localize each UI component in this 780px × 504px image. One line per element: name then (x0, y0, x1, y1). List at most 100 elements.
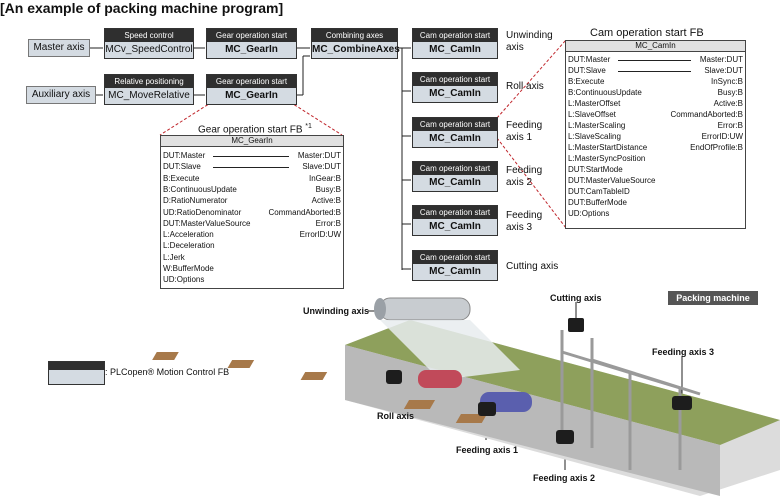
fb-input-pin: L:Deceleration (163, 241, 215, 251)
legend-text: : PLCopen® Motion Control FB (105, 367, 230, 377)
fb-input-pin: DUT:BufferMode (568, 198, 627, 207)
fb-input-pin: DUT:MasterValueSource (568, 176, 656, 185)
fb-passthrough-line (618, 60, 691, 61)
legend-swatch-header (49, 362, 104, 370)
fb-input-pin: L:MasterOffset (568, 99, 621, 108)
fb-input-pin: DUT:StartMode (568, 165, 623, 174)
page-title: [An example of packing machine program] (0, 0, 284, 16)
relative-positioning-block: Relative positioning MC_MoveRelative (104, 74, 194, 105)
fb-input-pin: L:Acceleration (163, 230, 214, 240)
label-line: axis (506, 42, 524, 53)
fb-input-pin: DUT:Slave (568, 66, 606, 75)
fb-output-pin: Slave:DUT (302, 162, 341, 172)
block-header: Relative positioning (105, 75, 193, 88)
legend-swatch-body (49, 370, 104, 384)
fb-output-pin: Master:DUT (297, 151, 341, 160)
gear-fb-name: MC_GearIn (161, 136, 343, 147)
label-line: Unwinding (506, 30, 553, 41)
fb-output-pin: EndOfProfile:B (690, 143, 743, 152)
fb-output-pin: Slave:DUT (704, 66, 743, 75)
cam-block-feeding-2: Cam operation start MC_CamIn (412, 161, 498, 192)
block-name: MC_CamIn (429, 133, 481, 144)
machine-label-feeding-2: Feeding axis 2 (533, 473, 596, 483)
machine-label-feeding-3: Feeding axis 3 (652, 347, 715, 357)
fb-input-pin: B:ContinuousUpdate (163, 184, 237, 194)
block-name: MC_CamIn (429, 88, 481, 99)
block-header: Gear operation start (207, 29, 296, 42)
block-header: Cam operation start (413, 251, 497, 264)
fb-input-pin: UD:RatioDenominator (163, 207, 242, 217)
label-line: Feeding (506, 210, 543, 221)
cam-label-roll: Roll axis (506, 81, 544, 92)
block-name: MC_CamIn (429, 266, 481, 277)
cam-block-feeding-3: Cam operation start MC_CamIn (412, 205, 498, 236)
fb-input-pin: L:Jerk (163, 252, 185, 262)
block-header: Cam operation start (413, 206, 497, 219)
fb-input-pin: UD:Options (163, 275, 205, 285)
cam-label-feeding-3: Feeding axis 3 (506, 210, 542, 234)
auxiliary-axis-box: Auxiliary axis (26, 86, 96, 104)
cam-label-unwinding: Unwinding axis (506, 30, 553, 54)
fb-input-pin: D:RatioNumerator (163, 196, 228, 206)
unwinding-roll (374, 297, 471, 321)
label-line: axis 2 (506, 177, 533, 188)
fb-output-pin: InSync:B (710, 77, 743, 86)
block-header: Gear operation start (207, 75, 296, 88)
fb-output-pin: CommandAborted:B (670, 110, 743, 119)
fb-output-pin: Active:B (713, 99, 743, 108)
machine-label-roll: Roll axis (377, 411, 415, 421)
products (152, 352, 487, 423)
fb-output-pin: ErrorID:UW (701, 132, 743, 141)
fb-input-pin: DUT:Master (568, 55, 611, 64)
fb-output-pin: Busy:B (717, 88, 743, 97)
block-header: Cam operation start (413, 29, 497, 42)
fb-output-pin: Active:B (311, 196, 341, 206)
packing-machine-badge: Packing machine (668, 291, 758, 305)
block-name: MC_CamIn (429, 44, 481, 55)
cam-label-feeding-2: Feeding axis 2 (506, 165, 542, 189)
film-sheet (380, 320, 520, 380)
cam-fb-name: MC_CamIn (566, 41, 745, 52)
fb-input-pin: B:Execute (568, 77, 605, 86)
fb-output-pin: CommandAborted:B (268, 207, 341, 217)
fb-input-pin: DUT:CamTableID (568, 187, 630, 196)
machine-label-unwinding: Unwinding axis (303, 306, 370, 316)
fb-input-pin: B:Execute (163, 173, 200, 183)
fb-output-pin: Error:B (717, 121, 743, 130)
fb-input-pin: UD:Options (568, 209, 610, 218)
fb-output-pin: ErrorID:UW (299, 230, 341, 240)
cam-fb-title: Cam operation start FB (590, 27, 704, 39)
block-header: Cam operation start (413, 118, 497, 131)
fb-input-pin: W:BufferMode (163, 264, 214, 273)
fb-passthrough-line (213, 167, 289, 169)
servo-motors (386, 318, 692, 444)
speed-control-block: Speed control MCv_SpeedControl (104, 28, 194, 59)
block-header: Combining axes (312, 29, 397, 42)
block-header: Speed control (105, 29, 193, 42)
fb-passthrough-line (213, 156, 289, 157)
gear-operation-block-2: Gear operation start MC_GearIn (206, 74, 297, 105)
cam-label-feeding-1: Feeding axis 1 (506, 120, 542, 144)
fb-input-pin: DUT:Master (163, 151, 206, 160)
label-line: Feeding (506, 165, 543, 176)
block-name: MC_GearIn (225, 90, 278, 101)
label-line: axis 1 (506, 132, 533, 143)
fb-passthrough-line (618, 71, 691, 72)
fb-input-pin: DUT:MasterValueSource (163, 218, 251, 228)
fb-input-pin: L:MasterStartDistance (568, 143, 648, 152)
cam-block-feeding-1: Cam operation start MC_CamIn (412, 117, 498, 148)
fb-input-pin: L:MasterSyncPosition (568, 154, 646, 163)
fb-input-pin: DUT:Slave (163, 162, 201, 172)
cam-label-cutting: Cutting axis (506, 261, 559, 272)
cam-block-roll: Cam operation start MC_CamIn (412, 72, 498, 103)
gear-fb-title: Gear operation start FB *1 (198, 123, 312, 135)
block-name: MC_CamIn (429, 221, 481, 232)
fb-output-pin: Master:DUT (699, 55, 743, 64)
fb-output-pin: Error:B (315, 218, 341, 228)
block-name: MC_CamIn (429, 177, 481, 188)
block-name: MC_MoveRelative (108, 90, 190, 101)
block-name: MC_GearIn (225, 44, 278, 55)
